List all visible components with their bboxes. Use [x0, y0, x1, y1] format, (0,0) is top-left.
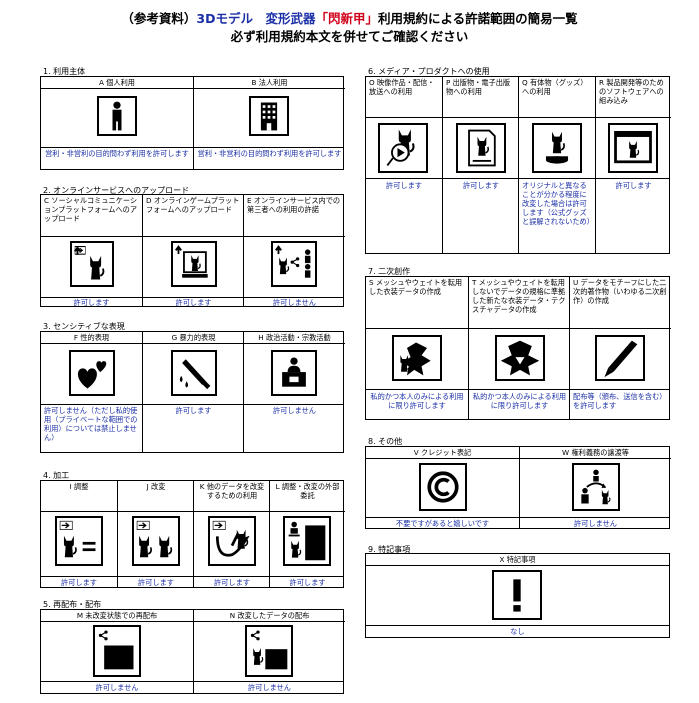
modify-other-icon — [208, 516, 256, 566]
item-n: N 改変したデータの配布 許可しません — [193, 610, 345, 693]
pen-icon — [595, 335, 645, 381]
item-u: U データをモチーフにした二次的著作物（いわゆる二次創作）の作成 配布等（頒布、… — [569, 277, 671, 419]
item-g: G 暴力的表現 許可します — [142, 332, 244, 452]
item-k: K 他のデータを改変するための利用 許可します — [193, 481, 270, 587]
software-icon — [608, 123, 658, 173]
texture-icon — [495, 335, 545, 381]
knife-icon — [171, 350, 217, 396]
outsource-icon — [283, 516, 331, 566]
item-m: M 未改変状態での再配布 許可しません — [41, 610, 193, 693]
section-8: V クレジット表記 不要ですがあると嬉しいです W 権利義務の譲渡等 許可しませ… — [365, 446, 671, 529]
section-9-title: 9. 特記事項 — [368, 545, 411, 554]
section-9: X 特記事項 なし — [365, 553, 670, 638]
upload-cat-icon — [70, 241, 114, 287]
item-s: S メッシュやウェイトを転用した衣装データの作成 私的かつ本人のみによる利用に限… — [366, 277, 468, 419]
item-l: L 調整・改変の外部委託 許可します — [269, 481, 345, 587]
item-x: X 特記事項 なし — [366, 554, 669, 637]
section-8-title: 8. その他 — [368, 437, 403, 446]
item-d: D オンラインゲームプラットフォームへのアップロード 許可します — [142, 195, 244, 307]
section-5: M 未改変状態での再配布 許可しません N 改変したデータの配布 許可しません — [40, 609, 345, 694]
item-t: T メッシュやウェイトを転用しないでデータの規格に準拠した新たな衣装データ・テク… — [468, 277, 570, 419]
publication-icon — [456, 123, 506, 173]
item-f: F 性的表現 許可しません（ただし私的使用（プライベートな範囲での利用）について… — [41, 332, 142, 452]
section-2: C ソーシャルコミュニケーションプラットフォームへのアップロード 許可します D… — [40, 194, 345, 307]
item-o: O 映像作品・配信・放送への利用 許可します — [366, 77, 442, 253]
item-r: R 製品開発等のためのソフトウェアへの組み込み 許可します — [595, 77, 671, 253]
item-e: E オンラインサービス内での第三者への利用の許諾 許可しません — [243, 195, 345, 307]
building-icon — [249, 96, 289, 136]
item-v: V クレジット表記 不要ですがあると嬉しいです — [366, 447, 519, 528]
person-icon — [97, 96, 137, 136]
section-3: F 性的表現 許可しません（ただし私的使用（プライベートな範囲での利用）について… — [40, 331, 345, 453]
copyright-icon — [419, 463, 467, 511]
share-third-party-icon — [271, 241, 317, 287]
adjust-icon — [55, 516, 103, 566]
exclamation-icon — [492, 570, 542, 620]
redistribute-icon — [93, 625, 141, 677]
heart-icon — [69, 350, 115, 396]
page-subtitle: 必ず利用規約本文を併せてご確認ください — [230, 29, 469, 44]
item-w: W 権利義務の譲渡等 許可しません — [519, 447, 671, 528]
item-q: Q 有体物（グッズ）への利用 オリジナルと異なることが分かる程度に改変した場合は… — [518, 77, 596, 253]
speaker-icon — [271, 350, 317, 396]
item-j: J 改変 許可します — [117, 481, 194, 587]
costume-icon — [392, 335, 442, 381]
item-b: B 法人利用 営利・非営利の目的問わず利用を許可します — [193, 77, 345, 169]
section-3-title: 3. センシティブな表現 — [43, 322, 125, 331]
item-a: A 個人利用 営利・非営利の目的問わず利用を許可します — [41, 77, 193, 169]
item-c: C ソーシャルコミュニケーションプラットフォームへのアップロード 許可します — [41, 195, 142, 307]
modify-icon — [132, 516, 180, 566]
transfer-icon — [572, 463, 620, 511]
item-h: H 政治活動・宗教活動 許可しません — [243, 332, 345, 452]
item-i: I 調整 許可します — [41, 481, 117, 587]
distribute-modified-icon — [245, 625, 293, 677]
section-2-title: 2. オンラインサービスへのアップロード — [43, 186, 190, 195]
section-6-title: 6. メディア・プロダクトへの使用 — [368, 67, 490, 76]
game-upload-icon — [171, 241, 217, 287]
item-p: P 出版物・電子出版物への利用 許可します — [442, 77, 519, 253]
page-title: （参考資料）3Dモデル 変形武器「閃新甲」利用規約による許諾範囲の簡易一覧 — [121, 11, 578, 26]
section-1: A 個人利用 営利・非営利の目的問わず利用を許可します B 法人利用 営利・非営… — [40, 76, 345, 170]
section-4-title: 4. 加工 — [43, 471, 70, 480]
section-7: S メッシュやウェイトを転用した衣装データの作成 私的かつ本人のみによる利用に限… — [365, 276, 671, 420]
section-7-title: 7. 二次創作 — [368, 267, 411, 276]
section-4: I 調整 許可します J 改変 許可します K 他のデータを改変するための利用 … — [40, 480, 345, 588]
goods-icon — [532, 123, 582, 173]
section-5-title: 5. 再配布・配布 — [43, 600, 102, 609]
section-1-title: 1. 利用主体 — [43, 67, 86, 76]
section-6: O 映像作品・配信・放送への利用 許可します P 出版物・電子出版物への利用 許… — [365, 76, 671, 254]
video-icon — [378, 123, 428, 173]
